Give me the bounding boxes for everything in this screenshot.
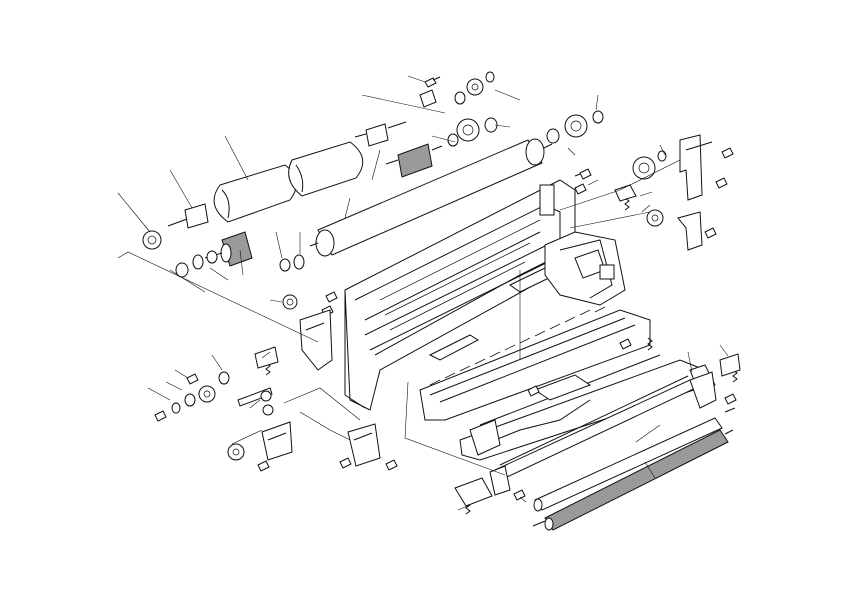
- bracket-bottom-3: [454, 477, 493, 507]
- main-frame: [344, 179, 576, 411]
- small-roller-top: [354, 121, 407, 147]
- bracket-bottom-2: [347, 423, 381, 467]
- gear-right-1: [632, 156, 656, 180]
- gear-lower-left: [198, 385, 216, 403]
- right-side-frame: [544, 231, 626, 306]
- gear-top-1: [456, 118, 480, 142]
- gear-right-2: [646, 209, 664, 227]
- belt-left: [213, 164, 297, 223]
- shaft-lower-left: [237, 387, 274, 416]
- gear-top-3: [466, 78, 484, 96]
- heat-roller: [309, 138, 553, 257]
- shaft-roller-left: [167, 203, 209, 229]
- bracket-right-mid: [677, 211, 703, 251]
- bracket-center-left: [299, 309, 333, 371]
- bracket-bottom-1: [261, 421, 293, 461]
- pressure-roller-top: [385, 143, 443, 178]
- clip-center: [254, 89, 637, 369]
- lower-roller-shaded: [532, 429, 734, 531]
- bracket-right-lower: [689, 353, 741, 409]
- leader-lines: [117, 75, 729, 511]
- pressure-roller-left: [204, 231, 253, 267]
- exit-roller: [533, 407, 736, 512]
- gear-mid-left: [282, 294, 298, 310]
- gear-left: [142, 230, 162, 250]
- guide-plate-lower: [459, 354, 701, 461]
- bracket-right-top: [679, 134, 713, 201]
- gear-top-2: [564, 114, 588, 138]
- belt-right: [288, 141, 364, 197]
- gear-bottom-left: [227, 443, 245, 461]
- guide-plate-upper: [419, 306, 651, 421]
